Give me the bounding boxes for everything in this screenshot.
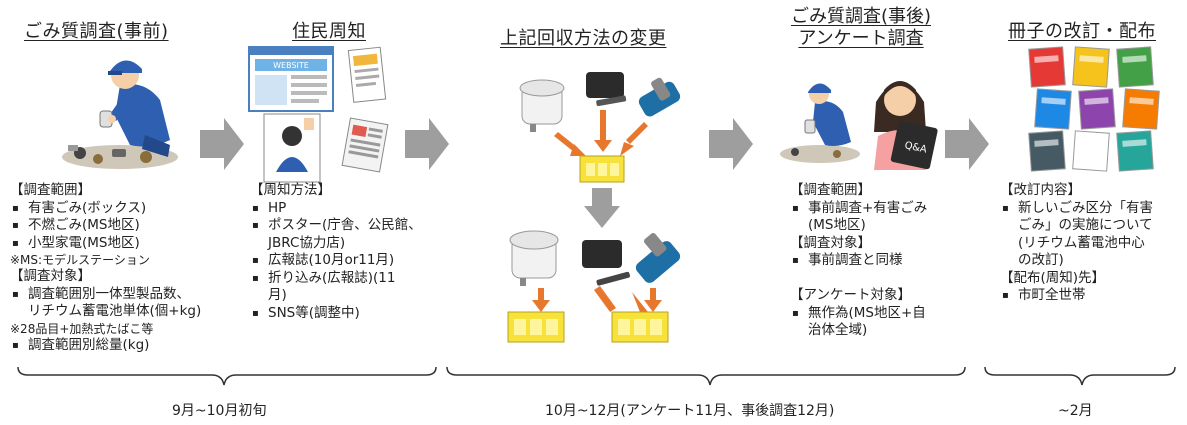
flyer-icon bbox=[347, 46, 387, 103]
poster-icon bbox=[263, 113, 321, 183]
process-arrow-3 bbox=[709, 118, 753, 170]
process-arrow-1 bbox=[200, 118, 244, 170]
target-item: 事前調査と同様 bbox=[790, 252, 927, 270]
scope-item: 事前調査+有害ごみ bbox=[790, 200, 927, 218]
booklet-icon bbox=[1078, 88, 1116, 130]
booklet-label-band bbox=[1034, 139, 1059, 147]
booklets-illustration bbox=[1028, 46, 1160, 172]
notice-item: 折り込み(広報誌)(11 bbox=[250, 270, 422, 288]
notice-item: 広報誌(10月or11月) bbox=[250, 252, 422, 270]
content-item-cont: の改訂) bbox=[1018, 252, 1064, 268]
booklet-icon bbox=[1028, 46, 1066, 88]
booklet-label-band bbox=[1079, 55, 1104, 63]
notice-item: SNS等(調整中) bbox=[250, 305, 422, 323]
booklet-label-band bbox=[1129, 97, 1154, 105]
notice-item: ポスター(庁舎、公民館、 bbox=[250, 217, 422, 235]
scope-item: 有害ごみ(ボックス) bbox=[10, 200, 201, 218]
scope-item-cont: (MS地区) bbox=[808, 217, 866, 233]
brace-period-1 bbox=[17, 366, 437, 386]
notice-item-cont: JBRC協力店) bbox=[268, 234, 346, 251]
battery-pack-icon bbox=[586, 72, 627, 107]
survey-item: 無作為(MS地区+自 bbox=[790, 305, 927, 323]
scope-item: 小型家電(MS地区) bbox=[10, 235, 201, 253]
ms-note: ※MS:モデルステーション bbox=[10, 253, 150, 267]
booklet-label-band bbox=[1084, 97, 1109, 105]
website-label: WEBSITE bbox=[273, 61, 309, 70]
timeline-period-3: ~2月 bbox=[1058, 403, 1093, 419]
notice-item-cont: 月) bbox=[268, 287, 287, 303]
step-title-booklet: 冊子の改訂・配布 bbox=[1008, 21, 1156, 42]
booklet-icon bbox=[1116, 130, 1154, 172]
survey-item-cont: 治体全域) bbox=[808, 322, 868, 338]
post-survey-line2: アンケート調査 bbox=[798, 28, 924, 49]
worker-inspecting-illustration bbox=[62, 60, 178, 169]
target-item-cont: リチウム蓄電池単体(個+kg) bbox=[28, 303, 202, 319]
booklet-revision-details: 【改訂内容】 新しいごみ区分「有害 ごみ」の実施について (リチウム蓄電池中心 … bbox=[1000, 182, 1153, 305]
scope-heading: 【調査範囲】 bbox=[790, 182, 871, 198]
target-item: 調査範囲別総量(kg) bbox=[10, 337, 201, 355]
notice-item: HP bbox=[250, 200, 422, 218]
process-arrow-2 bbox=[405, 118, 449, 170]
step-title-post-survey: ごみ質調査(事後) アンケート調査 bbox=[772, 6, 950, 50]
brace-period-3 bbox=[984, 366, 1176, 386]
battery-pack-icon bbox=[582, 240, 630, 286]
process-arrow-4 bbox=[945, 118, 989, 170]
booklet-label-band bbox=[1122, 55, 1147, 63]
collection-change-illustration bbox=[507, 72, 681, 343]
timeline-period-1: 9月~10月初旬 bbox=[172, 403, 267, 419]
notice-heading: 【周知方法】 bbox=[250, 182, 331, 198]
booklet-icon bbox=[1072, 46, 1110, 88]
timeline-braces bbox=[17, 366, 1176, 386]
distribution-heading: 【配布(周知)先】 bbox=[1000, 269, 1106, 286]
thermos-icon bbox=[509, 230, 559, 286]
content-item-cont: (リチウム蓄電池中心 bbox=[1018, 234, 1145, 251]
timeline-period-2: 10月~12月(アンケート11月、事後調査12月) bbox=[545, 403, 835, 419]
shaver-icon bbox=[638, 77, 681, 117]
survey-woman-illustration: Q&A bbox=[874, 81, 938, 170]
crate-icon bbox=[611, 311, 669, 343]
booklet-icon bbox=[1072, 130, 1110, 172]
target-note: ※28品目+加熱式たばこ等 bbox=[10, 321, 154, 336]
step-title-resident-notice: 住民周知 bbox=[292, 21, 366, 42]
target-heading: 【調査対象】 bbox=[790, 234, 871, 251]
booklet-label-band bbox=[1041, 97, 1066, 105]
scope-item: 不燃ごみ(MS地区) bbox=[10, 217, 201, 235]
worker-inspecting-illustration-post bbox=[780, 83, 860, 163]
booklet-icon bbox=[1116, 46, 1154, 88]
content-heading: 【改訂内容】 bbox=[1000, 182, 1081, 198]
content-item-cont: ごみ」の実施について bbox=[1018, 217, 1153, 233]
step-title-collection-change: 上記回収方法の変更 bbox=[500, 28, 667, 49]
notice-methods: 【周知方法】 HP ポスター(庁舎、公民館、 JBRC協力店) 広報誌(10月o… bbox=[250, 182, 422, 322]
booklet-icon bbox=[1034, 88, 1072, 130]
website-icon: WEBSITE bbox=[248, 46, 334, 112]
thermos-icon bbox=[519, 79, 565, 132]
distribution-item: 市町全世帯 bbox=[1000, 287, 1153, 305]
down-arrow bbox=[584, 188, 620, 228]
post-survey-details: 【調査範囲】 事前調査+有害ごみ (MS地区) 【調査対象】 事前調査と同様 【… bbox=[790, 182, 927, 340]
booklet-icon bbox=[1028, 130, 1066, 172]
target-heading: 【調査対象】 bbox=[10, 268, 91, 284]
survey-heading: 【アンケート対象】 bbox=[790, 287, 911, 303]
post-survey-line1: ごみ質調査(事後) bbox=[790, 6, 932, 27]
booklet-label-band bbox=[1034, 55, 1059, 63]
step-title-pre-survey: ごみ質調査(事前) bbox=[24, 21, 169, 42]
newspaper-icon bbox=[341, 117, 389, 173]
pre-survey-details: 【調査範囲】 有害ごみ(ボックス) 不燃ごみ(MS地区) 小型家電(MS地区) … bbox=[10, 182, 201, 354]
shaver-icon bbox=[635, 233, 681, 283]
scope-heading: 【調査範囲】 bbox=[10, 182, 91, 198]
booklet-label-band bbox=[1122, 139, 1147, 147]
qa-label: Q&A bbox=[903, 140, 927, 155]
content-item: 新しいごみ区分「有害 bbox=[1000, 200, 1153, 218]
crate-icon bbox=[507, 311, 565, 343]
target-item: 調査範囲別一体型製品数、 bbox=[10, 286, 201, 304]
brace-period-2 bbox=[446, 366, 966, 386]
crate-icon bbox=[579, 155, 625, 183]
booklet-icon bbox=[1122, 88, 1160, 130]
booklet-label-band bbox=[1079, 139, 1104, 147]
